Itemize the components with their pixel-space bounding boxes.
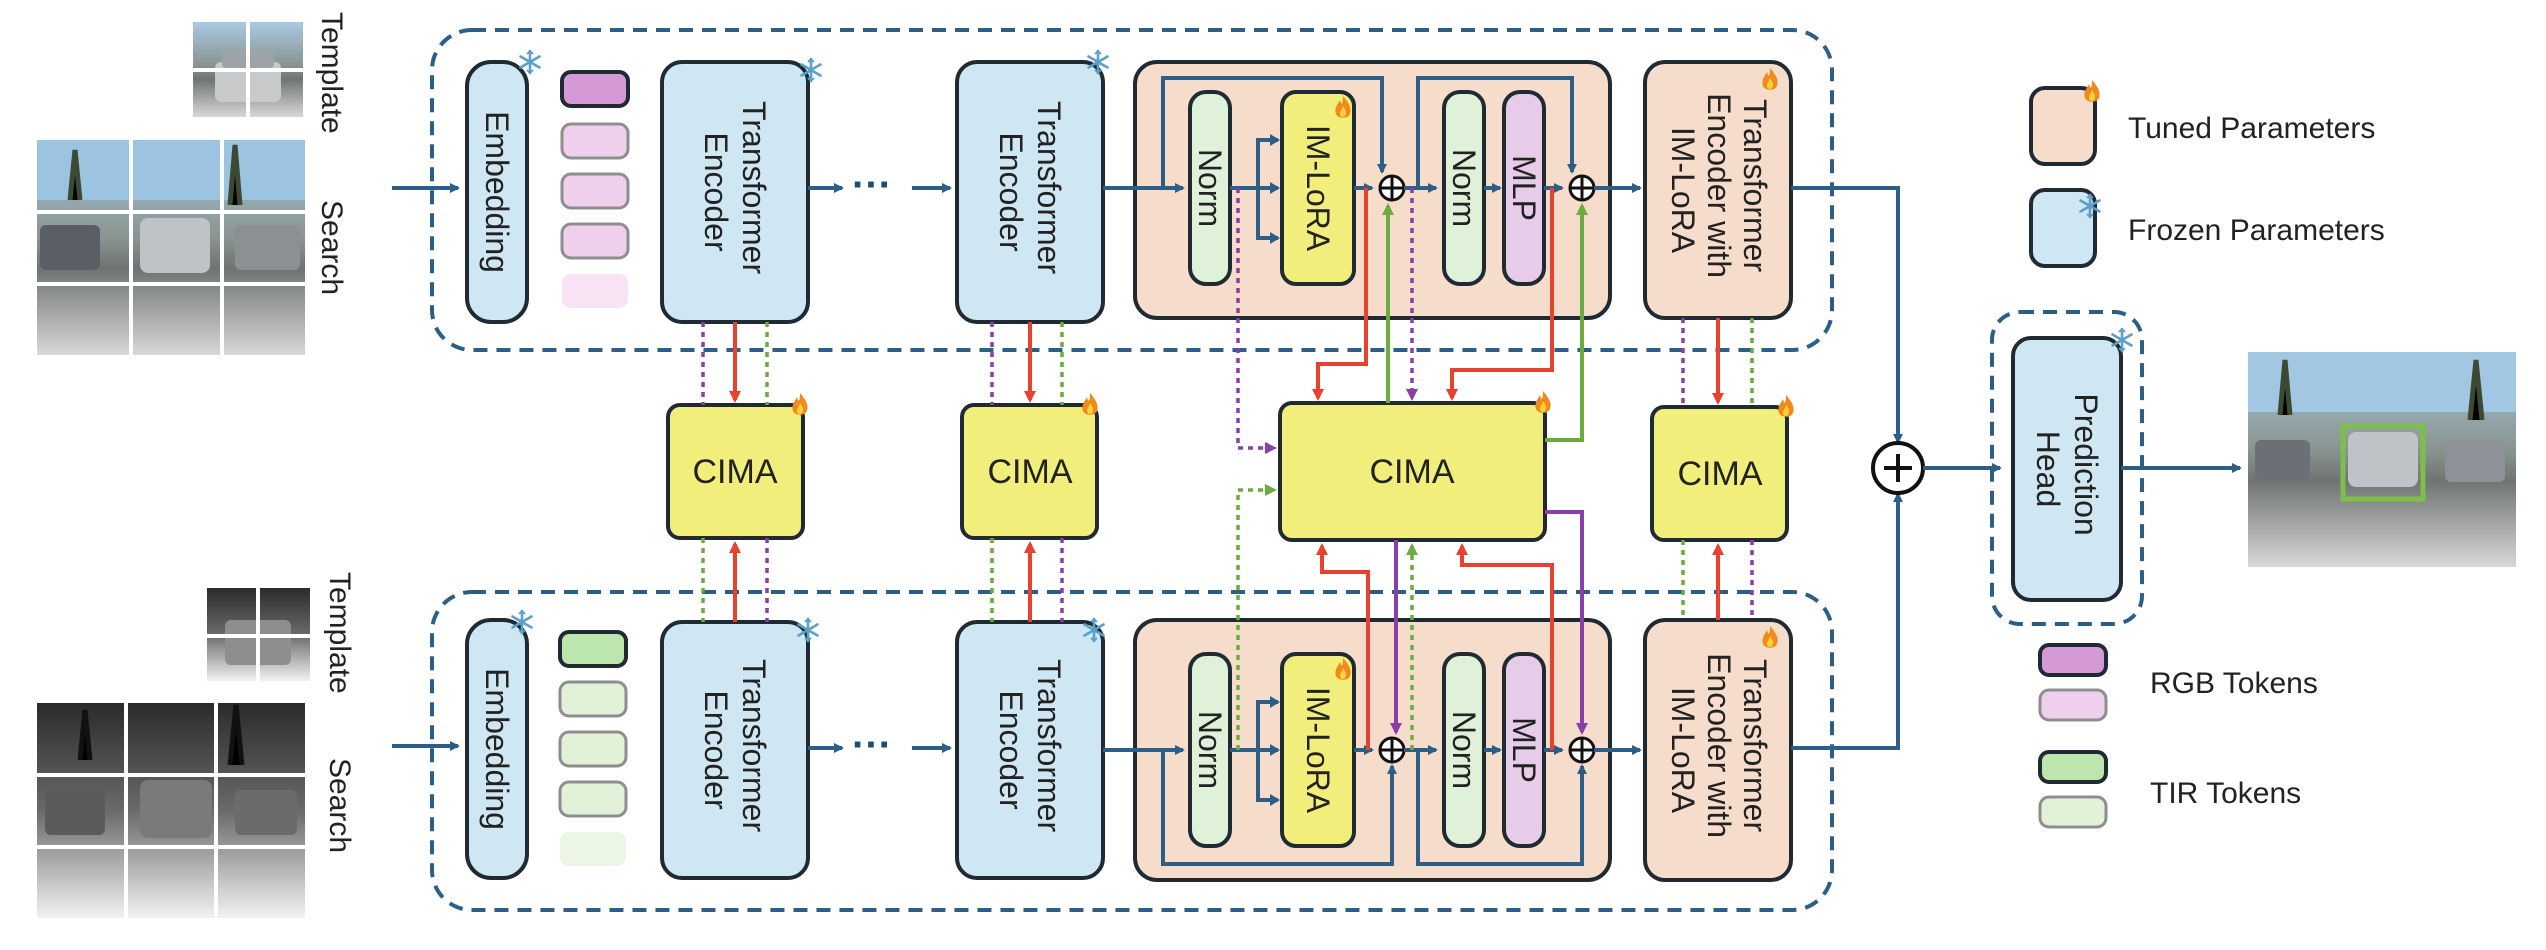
legend-tir-tokens: TIR Tokens [2038, 750, 2301, 829]
tir-transformer-encoder-1: Transformer Encoder [660, 617, 819, 880]
svg-text:CIMA: CIMA [693, 453, 778, 491]
tir-search-token [558, 680, 628, 718]
rgb-template-token [560, 70, 630, 108]
cima-module-1: CIMA [666, 393, 808, 540]
tir-norm-2: Norm [1442, 652, 1486, 848]
rgb-embedding-block: Embedding [465, 49, 541, 324]
tuned-fire-icon [1535, 391, 1551, 413]
tir-search-token [560, 832, 626, 866]
cima-module-center: CIMA [1278, 391, 1551, 542]
prediction-head: Prediction Head [2011, 327, 2133, 602]
tir-branch-container [430, 590, 1834, 912]
tir-template-image [207, 588, 310, 681]
rgb-add-node-1 [1378, 174, 1406, 202]
output-tracking-image [2248, 352, 2516, 567]
svg-text:Transformer Encoder: Transformer Encoder [993, 659, 1067, 841]
tir-search-image [37, 703, 305, 918]
tir-template-label: Template [323, 572, 356, 694]
cima-1-connections [701, 322, 769, 622]
svg-text:Embedding: Embedding [479, 668, 515, 830]
rgb-embedding-label: Embedding [479, 111, 515, 273]
fusion-add-node [1871, 441, 1925, 495]
svg-text:Norm: Norm [1446, 149, 1482, 227]
svg-text:RGB Tokens: RGB Tokens [2150, 667, 2318, 700]
cima-module-4: CIMA [1650, 395, 1794, 542]
tuned-fire-icon [1778, 395, 1794, 417]
cima-2-connections [990, 322, 1064, 622]
svg-text:MLP: MLP [1506, 717, 1542, 783]
tir-token-stack [558, 630, 628, 866]
svg-text:Transformer Encoder: Transformer Encoder [993, 101, 1067, 283]
svg-text:Transformer Encoder: Transformer Encoder [698, 101, 772, 283]
tuned-fire-icon [2084, 80, 2100, 102]
tuned-fire-icon [792, 393, 808, 415]
svg-text:Transformer Encoder with: Transformer Encoder with IM-LoRA [1665, 93, 1773, 287]
svg-text:CIMA: CIMA [988, 453, 1073, 491]
svg-text:Norm: Norm [1192, 711, 1228, 789]
frozen-snowflake-icon [519, 49, 541, 75]
rgb-search-token [560, 122, 630, 160]
rgb-im-lora: IM-LoRA [1280, 90, 1356, 286]
tracking-bounding-box [2340, 423, 2426, 502]
tir-add-node-1 [1378, 736, 1406, 764]
svg-text:CIMA: CIMA [1370, 453, 1455, 491]
rgb-template-label: Template [315, 12, 348, 134]
tir-search-label: Search [323, 758, 356, 853]
svg-text:Transformer Encoder with: Transformer Encoder with IM-LoRA [1665, 653, 1773, 847]
rgb-search-label: Search [315, 200, 348, 295]
svg-text:···: ··· [852, 723, 892, 767]
svg-text:CIMA: CIMA [1678, 455, 1763, 493]
rgb-output-arrow [1791, 186, 1903, 444]
rgb-search-token [560, 222, 630, 260]
cima-module-2: CIMA [960, 393, 1099, 540]
legend-tuned: Tuned Parameters [2029, 80, 2375, 166]
svg-text:MLP: MLP [1506, 155, 1542, 221]
tuned-fire-icon [1082, 393, 1098, 415]
svg-text:IM-LoRA: IM-LoRA [1300, 687, 1336, 814]
svg-text:IM-LoRA: IM-LoRA [1300, 125, 1336, 252]
ellipsis: ··· [852, 163, 892, 207]
rgb-transformer-encoder-1: Transformer Encoder [660, 57, 822, 324]
legend: Tuned Parameters Frozen Parameters RGB T… [2029, 80, 2385, 829]
tir-output-arrow [1791, 492, 1903, 750]
rgb-add-node-2 [1568, 174, 1596, 202]
tir-add-node-2 [1568, 736, 1596, 764]
tir-search-token [558, 780, 628, 818]
svg-text:TIR Tokens: TIR Tokens [2150, 777, 2301, 810]
tir-embedding-block: Embedding [465, 609, 533, 880]
tir-expanded-layer: Norm IM-LoRA Norm MLP [1103, 618, 1612, 882]
legend-frozen: Frozen Parameters [2029, 188, 2385, 268]
tir-transformer-encoder-2: Transformer Encoder [955, 617, 1105, 880]
rgb-norm-1: Norm [1188, 90, 1232, 286]
encoder-label-line1: Transformer [736, 101, 772, 274]
tir-norm-1: Norm [1188, 652, 1232, 848]
svg-text:Frozen Parameters: Frozen Parameters [2128, 214, 2385, 247]
svg-text:Tuned Parameters: Tuned Parameters [2128, 112, 2375, 145]
svg-text:Norm: Norm [1446, 711, 1482, 789]
svg-text:Prediction Head: Prediction Head [2030, 393, 2104, 544]
rgb-mlp: MLP [1502, 90, 1546, 286]
rgb-expanded-layer: Norm IM-LoRA Norm MLP [1103, 60, 1612, 320]
rgb-norm-2: Norm [1442, 90, 1486, 286]
tir-template-token [558, 630, 628, 668]
tir-search-token [558, 730, 628, 768]
cima-center-connections [1236, 188, 1588, 750]
rgb-search-token [560, 172, 630, 210]
svg-text:Norm: Norm [1192, 149, 1228, 227]
tir-transformer-encoder-with-im-lora: Transformer Encoder with IM-LoRA [1643, 618, 1793, 882]
rgb-transformer-encoder-with-im-lora: Transformer Encoder with IM-LoRA [1643, 60, 1793, 320]
tir-im-lora: IM-LoRA [1280, 652, 1356, 848]
rgb-template-image [193, 22, 303, 117]
cima-4-connections [1681, 318, 1754, 620]
rgb-search-image [37, 140, 305, 355]
svg-text:Transformer Encoder: Transformer Encoder [698, 659, 772, 841]
legend-rgb-tokens: RGB Tokens [2038, 643, 2318, 722]
rgb-search-token [562, 274, 628, 308]
tir-mlp: MLP [1502, 652, 1546, 848]
rgb-transformer-encoder-2: Transformer Encoder [955, 49, 1109, 324]
rgb-token-stack [560, 70, 630, 308]
encoder-label-line2: Encoder [698, 132, 734, 252]
